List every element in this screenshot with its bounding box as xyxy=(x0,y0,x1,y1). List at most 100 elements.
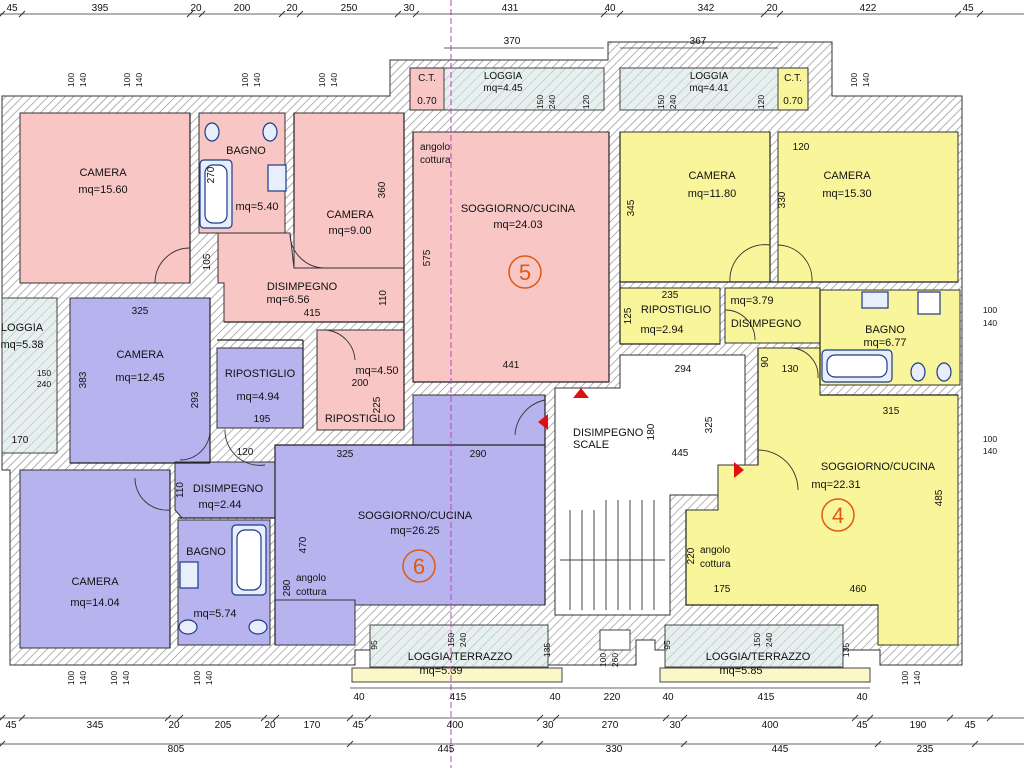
dim-290: 290 xyxy=(470,449,487,460)
loggia-bottom-dim-2: 40 xyxy=(549,692,561,703)
dimension-tick xyxy=(272,714,280,722)
dimension-tick xyxy=(866,714,874,722)
bidet-a xyxy=(204,122,220,142)
bottom-dim1-13: 190 xyxy=(910,720,927,731)
area-bagno-a: mq=5.40 xyxy=(235,201,278,213)
bottom-dim2-0: 805 xyxy=(168,744,185,755)
note2-soggiorno-5: cottura xyxy=(420,155,451,166)
loggia-terrazzo-4 xyxy=(664,624,844,668)
window-mark-0: 100 xyxy=(66,73,76,87)
window-mark-27: 140 xyxy=(204,671,214,685)
window-mark-right-d: 140 xyxy=(983,446,997,456)
area-loggia-4: mq=4.41 xyxy=(689,83,729,94)
window-mark-20: 100 xyxy=(598,653,608,667)
unit-5 xyxy=(19,67,610,431)
entrance-arrows xyxy=(538,388,744,478)
area-camera-c: mq=11.80 xyxy=(688,188,736,200)
label-disimpegno-scale: DISIMPEGNO xyxy=(573,427,644,439)
label-soggiorno-6: SOGGIORNO/CUCINA xyxy=(358,510,473,522)
area-ripostiglio-6: mq=4.94 xyxy=(236,391,279,403)
unit-4 xyxy=(619,67,961,646)
bottom-dim2-2: 330 xyxy=(606,744,623,755)
dim-110a: 110 xyxy=(378,290,389,306)
loggia-terrazzo-6 xyxy=(369,624,549,668)
dim-460: 460 xyxy=(850,584,867,595)
room-camera-f xyxy=(19,469,171,649)
sink-6 xyxy=(179,561,199,589)
dimension-tick xyxy=(680,740,688,748)
unit-6 xyxy=(19,297,546,649)
room-ripostiglio-5 xyxy=(316,329,405,431)
label-loggia-left: LOGGIA xyxy=(1,322,44,334)
label-disimpegno-6: DISIMPEGNO xyxy=(193,483,264,495)
label-loggia-terrazzo-6: LOGGIA/TERRAZZO xyxy=(408,651,513,663)
dimension-tick xyxy=(394,10,402,18)
dim-95a: 95 xyxy=(369,640,379,650)
area-loggia-terrazzo-6: mq=5.39 xyxy=(419,665,462,677)
loggia-bottom-dim-6: 40 xyxy=(856,692,868,703)
top-dim-0: 45 xyxy=(6,3,18,14)
label-disimpegno-4: DISIMPEGNO xyxy=(731,318,802,330)
dim-325b: 325 xyxy=(337,449,354,460)
window-mark-23: 140 xyxy=(78,671,88,685)
bottom-dim1-12: 45 xyxy=(856,720,868,731)
dim-195: 195 xyxy=(254,414,271,425)
window-mark-1: 140 xyxy=(78,73,88,87)
top-dim-6: 30 xyxy=(403,3,415,14)
area-loggia-left: mq=5.38 xyxy=(0,339,43,351)
dim-120b: 120 xyxy=(793,142,810,153)
bottom-dim1-6: 45 xyxy=(352,720,364,731)
window-mark-26: 100 xyxy=(192,671,202,685)
dimension-tick xyxy=(552,714,560,722)
label-loggia-5: LOGGIA xyxy=(484,71,523,82)
window-mark-15: 140 xyxy=(861,73,871,87)
label-soggiorno-4: SOGGIORNO/CUCINA xyxy=(821,461,936,473)
loggia-5 xyxy=(443,67,605,111)
dimension-tick xyxy=(986,714,994,722)
area-ripostiglio-4: mq=2.94 xyxy=(640,324,683,336)
bottom-dim1-3: 205 xyxy=(215,720,232,731)
inner-dimensions: 325 383 293 415 441 575 360 270 105 110 … xyxy=(12,142,945,657)
dimension-tick xyxy=(536,714,544,722)
toilet-a xyxy=(262,122,278,142)
label-bagno-a: BAGNO xyxy=(226,145,266,157)
top-dim-8: 40 xyxy=(604,3,616,14)
top-dim-1: 395 xyxy=(92,3,109,14)
area-soggiorno-6: mq=26.25 xyxy=(390,525,439,537)
toilet-6 xyxy=(178,619,198,635)
window-mark-22: 100 xyxy=(66,671,76,685)
dim-330: 330 xyxy=(777,191,788,208)
label-bagno-6: BAGNO xyxy=(186,546,226,558)
area-camera-a: mq=15.60 xyxy=(78,184,127,196)
room-camera-a xyxy=(19,112,191,284)
window-mark-11: 150 xyxy=(656,95,666,109)
dimension-tick xyxy=(198,10,206,18)
dim-125: 125 xyxy=(623,307,634,324)
unit-markers: 5 6 4 xyxy=(402,255,855,583)
loggia-bottom-dim-1: 415 xyxy=(450,692,467,703)
area-loggia-terrazzo-4: mq=5.85 xyxy=(719,665,762,677)
label-camera-e: CAMERA xyxy=(116,349,164,361)
top-dim-11: 422 xyxy=(860,3,877,14)
window-mark-4: 100 xyxy=(240,73,250,87)
dimension-tick xyxy=(278,10,286,18)
top-dim-5: 250 xyxy=(341,3,358,14)
unit-4-number: 4 xyxy=(832,503,844,528)
label-ripostiglio-6: RIPOSTIGLIO xyxy=(225,368,296,380)
label-camera-f: CAMERA xyxy=(71,576,119,588)
loggia-6-rail xyxy=(351,667,563,683)
arrow-unit-6 xyxy=(538,414,548,430)
loggia-bottom-dim-3: 220 xyxy=(604,692,621,703)
bottom-dim1-1: 345 xyxy=(87,720,104,731)
window-mark-13: 120 xyxy=(756,95,766,109)
dimension-tick xyxy=(680,714,688,722)
room-soggiorno-6-ext xyxy=(274,599,356,646)
dimension-tick xyxy=(186,10,194,18)
bidet-6 xyxy=(248,619,268,635)
window-mark-25: 140 xyxy=(121,671,131,685)
dim-105: 105 xyxy=(202,253,213,270)
window-mark-right-a: 100 xyxy=(983,305,997,315)
